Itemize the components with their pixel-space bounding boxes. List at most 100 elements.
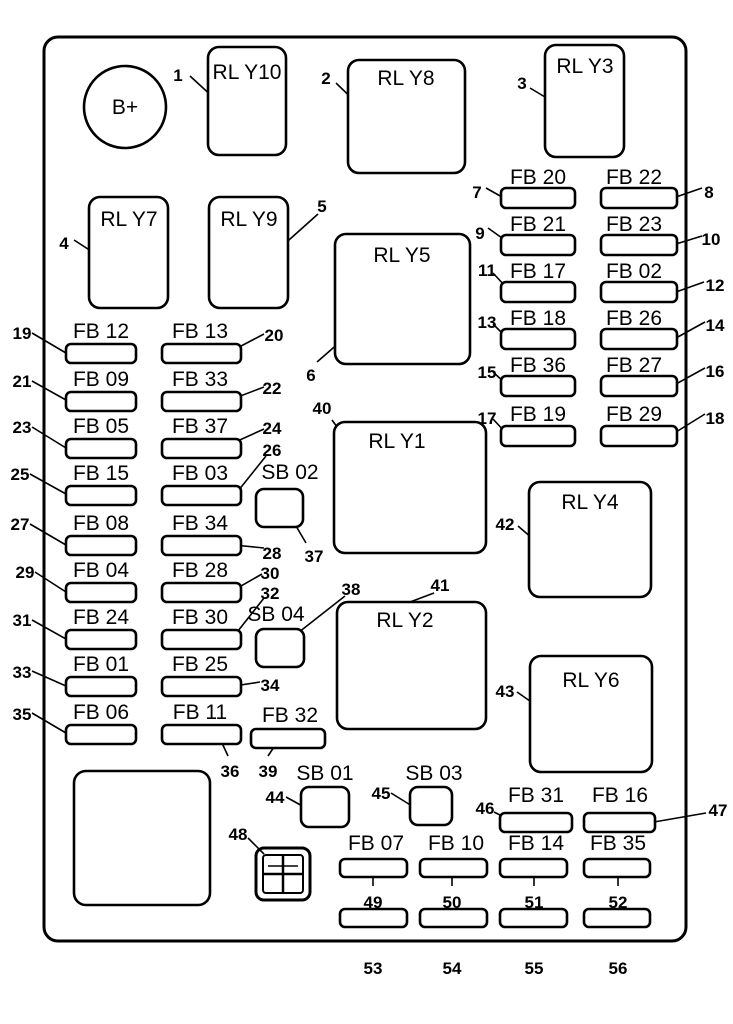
fuse-fb22-number: 8 — [704, 183, 713, 202]
fuse-fb18-label: FB 18 — [510, 307, 566, 330]
fuse-fb30-number: 32 — [261, 584, 280, 603]
fuse-fb15-leader-line — [29, 473, 67, 495]
fuse-fb12-number: 19 — [13, 324, 32, 343]
fuse-fb07-number: 49 — [364, 893, 383, 912]
breaker-sb02 — [254, 487, 305, 529]
relay-rly5 — [333, 232, 472, 366]
fuse-fb14-label: FB 14 — [508, 832, 564, 855]
breaker-sb01-number: 44 — [266, 788, 285, 807]
fuse-fb01-number: 33 — [13, 663, 32, 682]
fuse-fb31-label: FB 31 — [508, 784, 564, 807]
breaker-sb02-label: SB 02 — [261, 461, 318, 484]
fuse-fb31 — [498, 811, 574, 834]
fuse-fb04-label: FB 04 — [73, 559, 129, 582]
fuse-fb_56 — [582, 907, 652, 929]
fuse-fb16-leader-line — [653, 812, 707, 823]
fuse-fb28-label: FB 28 — [172, 559, 228, 582]
relay-rly10 — [206, 45, 288, 157]
fuse-fb_55 — [498, 907, 569, 929]
fuse-fb07-label: FB 07 — [348, 832, 404, 855]
fuse-fb26 — [599, 327, 679, 351]
fuse-fb28-number: 30 — [261, 564, 280, 583]
relay-rly6-number: 43 — [496, 682, 515, 701]
fuse-fb04 — [64, 581, 138, 604]
fuse-fb_53 — [338, 907, 409, 929]
fuse-fb15 — [64, 484, 138, 507]
relay-rly5-label: RL Y5 — [373, 244, 430, 267]
fuse-fb37-number: 24 — [263, 419, 282, 438]
fuse-fb29-leader-line — [675, 413, 706, 433]
breaker-sb04 — [254, 627, 306, 669]
relay-rly9 — [207, 195, 290, 310]
fuse-fb01-label: FB 01 — [73, 653, 129, 676]
relay-rly8-label: RL Y8 — [377, 67, 434, 90]
relay-rly10-number: 1 — [173, 66, 182, 85]
fuse-fb01-leader-line — [31, 670, 67, 687]
breaker-sb04-number: 38 — [342, 580, 361, 599]
fuse-fb37-label: FB 37 — [172, 415, 228, 438]
fuse-fb23-leader-line — [675, 235, 703, 245]
fuse-fb08-label: FB 08 — [73, 512, 129, 535]
fuse-fb29 — [599, 424, 679, 448]
fuse-fb05-number: 23 — [13, 418, 32, 437]
fuse-fb32 — [249, 727, 327, 750]
fuse-fb35-number: 52 — [609, 893, 628, 912]
fuse-fb23-number: 10 — [702, 230, 721, 249]
fuse-fb27 — [599, 374, 679, 398]
fuse-fb16-number: 47 — [709, 801, 728, 820]
fuse-fb14-number: 51 — [525, 893, 544, 912]
relay-rly5-number: 6 — [306, 366, 315, 385]
relay-rly9-number: 5 — [317, 197, 326, 216]
fuse-fb12 — [64, 342, 138, 365]
fuse-fb33-label: FB 33 — [172, 368, 228, 391]
fuse-fb19 — [499, 424, 577, 448]
large-component — [72, 769, 212, 907]
fuse-fb20-leader-line — [485, 187, 503, 198]
fuse-fb03 — [160, 484, 243, 507]
connector-leader-line — [247, 837, 265, 855]
relay-rly3 — [543, 43, 626, 159]
fuse-fb24-leader-line — [31, 619, 67, 640]
relay-rly2-number: 41 — [431, 576, 450, 595]
fuse-fb13-label: FB 13 — [172, 320, 228, 343]
fuse-fb03-number: 26 — [263, 441, 282, 460]
fuse-fb25-number: 34 — [261, 676, 280, 695]
relay-rly1-label: RL Y1 — [368, 430, 425, 453]
fuse-fb20 — [499, 186, 577, 210]
fuse-fb09-number: 21 — [13, 372, 32, 391]
relay-rly7-label: RL Y7 — [100, 208, 157, 231]
fuse-fb37 — [160, 437, 243, 460]
fuse-fb36-label: FB 36 — [510, 354, 566, 377]
fuse-fb29-number: 18 — [706, 409, 725, 428]
fuse-fb06-label: FB 06 — [73, 701, 129, 724]
fuse-fb06 — [64, 723, 138, 746]
fuse-fb26-leader-line — [675, 321, 706, 339]
relay-rly1 — [332, 420, 488, 555]
fuse-fb08 — [64, 534, 138, 557]
fuse-fb10 — [418, 857, 489, 879]
fuse-fb05 — [64, 437, 138, 460]
fuse-fb10-number: 50 — [443, 893, 462, 912]
fuse-fb34-number: 28 — [263, 544, 282, 563]
relay-rly1-number: 40 — [313, 399, 332, 418]
relay-rly6 — [528, 654, 654, 774]
fuse-fb13-number: 20 — [265, 326, 284, 345]
fuse-fb26-label: FB 26 — [606, 307, 662, 330]
fuse-fb09-leader-line — [31, 380, 67, 401]
fuse-fb06-leader-line — [31, 712, 67, 734]
fuse-fb21-leader-line — [487, 227, 503, 239]
relay-rly8 — [346, 58, 467, 175]
fuse-fb36 — [499, 374, 577, 398]
fuse-fb31-number: 46 — [476, 799, 495, 818]
fuse-fb20-label: FB 20 — [510, 166, 566, 189]
fuse-fb28 — [160, 581, 243, 604]
fuse-fb_54-number: 54 — [443, 959, 462, 978]
fuse-fb24-number: 31 — [13, 611, 32, 630]
fuse-fb05-label: FB 05 — [73, 415, 129, 438]
fuse-fb19-label: FB 19 — [510, 403, 566, 426]
fuse-fb24-label: FB 24 — [73, 606, 129, 629]
fuse-fb30 — [160, 628, 243, 651]
fuse-fb21-number: 9 — [475, 224, 484, 243]
fuse-fb35-label: FB 35 — [590, 832, 646, 855]
